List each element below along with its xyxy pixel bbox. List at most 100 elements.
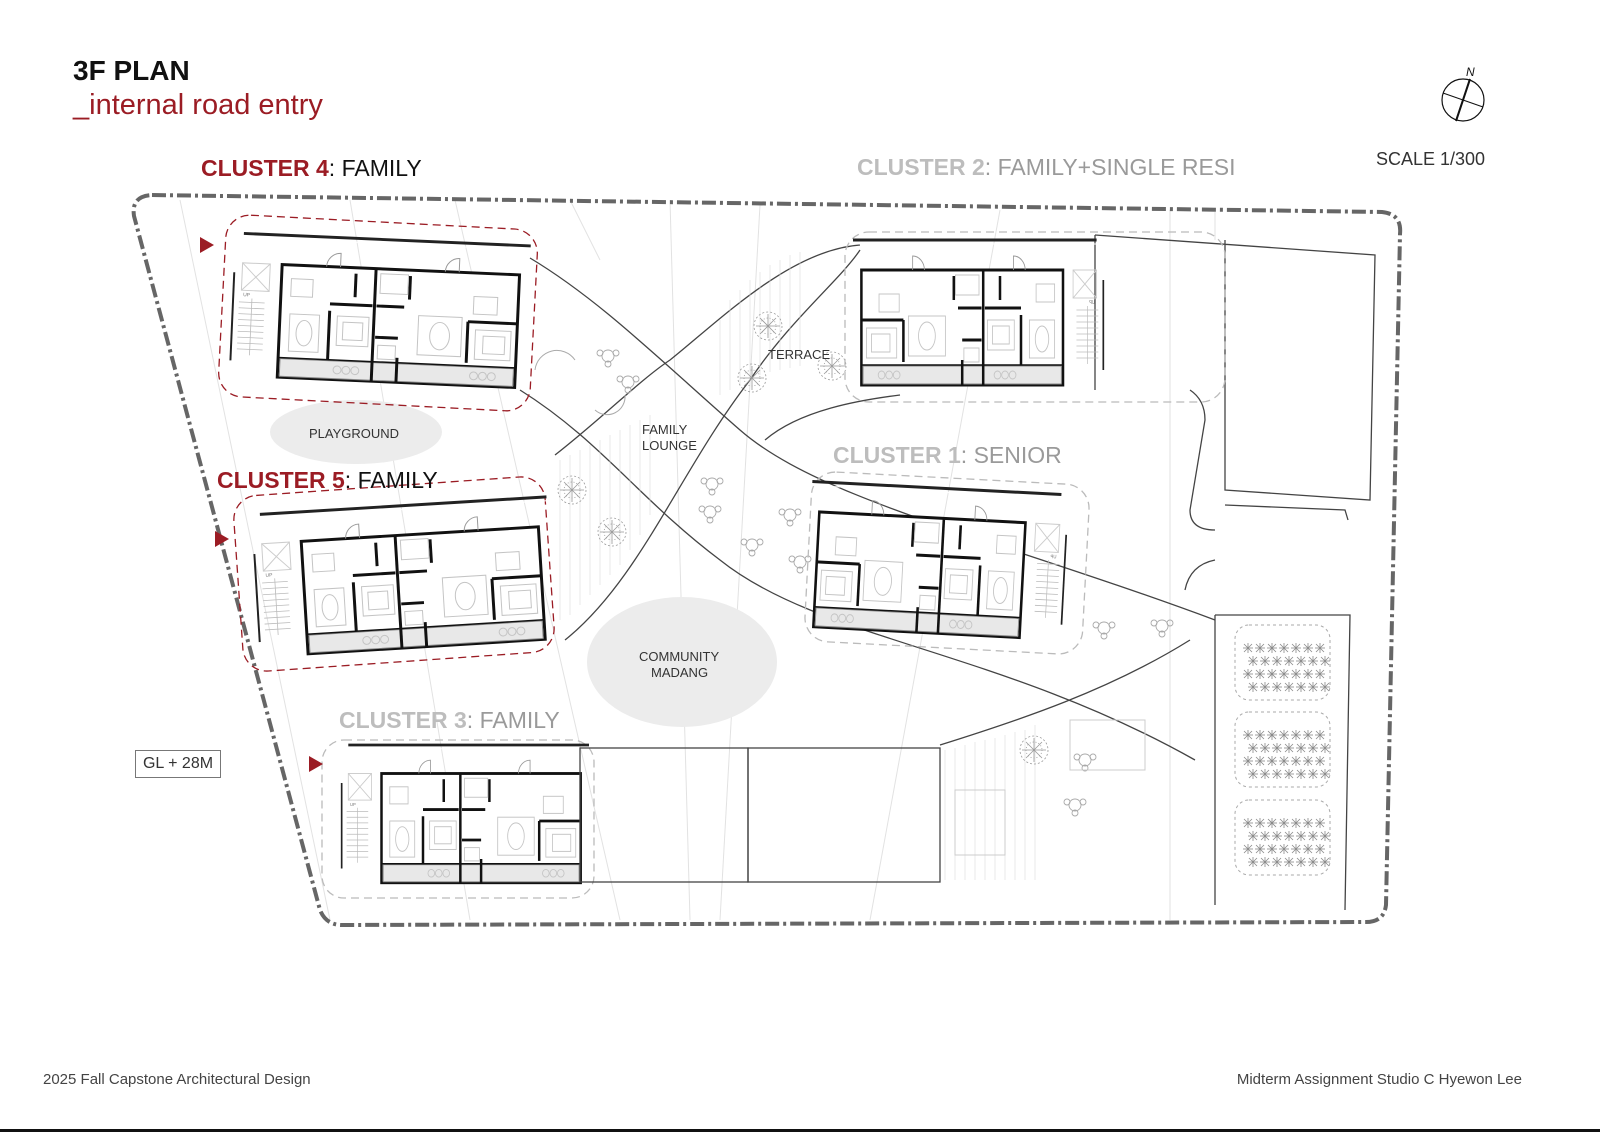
palm-icon [1283, 742, 1295, 754]
planting-beds [1234, 624, 1331, 876]
palm-icon [1290, 843, 1302, 855]
north-arrow-icon [1441, 78, 1485, 122]
palm-icon [1266, 843, 1278, 855]
palm-icon [1302, 817, 1314, 829]
palm-icon [1271, 655, 1283, 667]
palm-icon [1259, 856, 1271, 868]
cluster-number: CLUSTER 1 [833, 442, 961, 468]
cluster-4-label: CLUSTER 4: FAMILY [201, 157, 422, 180]
cluster-3-annex [579, 747, 941, 883]
palm-icon [1254, 729, 1266, 741]
cluster-1-units [803, 479, 1070, 642]
palm-icon [1314, 668, 1326, 680]
palm-icon [1242, 668, 1254, 680]
palm-icon [1266, 642, 1278, 654]
cluster-number: CLUSTER 4 [201, 155, 329, 181]
palm-icon [1319, 655, 1331, 667]
palm-icon [1266, 729, 1278, 741]
entry-arrow-cluster-5 [215, 531, 229, 547]
page-title: 3F PLAN [73, 55, 190, 86]
palm-icon [1307, 681, 1319, 693]
cluster-number: CLUSTER 5 [217, 467, 345, 493]
palm-icon [1259, 768, 1271, 780]
palm-icon [1259, 681, 1271, 693]
level-tag: GL + 28M [135, 750, 221, 778]
palm-icon [1319, 681, 1331, 693]
palm-icon [1254, 755, 1266, 767]
palm-icon [1259, 742, 1271, 754]
palm-icon [1259, 830, 1271, 842]
palm-icon [1290, 668, 1302, 680]
east-building-block [1094, 234, 1376, 911]
palm-icon [1278, 642, 1290, 654]
palm-icon [1271, 681, 1283, 693]
palm-icon [1295, 768, 1307, 780]
palm-icon [1242, 843, 1254, 855]
palm-icon [1290, 755, 1302, 767]
cluster-1-boundary [804, 471, 1090, 655]
internal-road [519, 244, 1216, 761]
palm-icon [1314, 729, 1326, 741]
palm-icon [1278, 817, 1290, 829]
family-lounge-label-1: FAMILY [642, 422, 688, 437]
palm-icon [1283, 830, 1295, 842]
cluster-number: CLUSTER 2 [857, 154, 985, 180]
palm-icon [1254, 843, 1266, 855]
site-boundary [131, 192, 1403, 928]
palm-icon [1283, 768, 1295, 780]
palm-icon [1307, 856, 1319, 868]
palm-icon [1290, 729, 1302, 741]
palm-icon [1278, 729, 1290, 741]
footer-author: Midterm Assignment Studio C Hyewon Lee [1236, 1071, 1522, 1088]
palm-icon [1319, 830, 1331, 842]
family-lounge-label-2: LOUNGE [642, 438, 697, 453]
palm-icon [1307, 830, 1319, 842]
bottom-rule [0, 1129, 1600, 1132]
palm-icon [1271, 830, 1283, 842]
palm-icon [1278, 843, 1290, 855]
palm-icon [1295, 830, 1307, 842]
page-subtitle: _internal road entry [73, 89, 323, 121]
cluster-number: CLUSTER 3 [339, 707, 467, 733]
palm-icon [1295, 742, 1307, 754]
palm-icon [1254, 668, 1266, 680]
terrace-label: TERRACE [768, 347, 831, 362]
palm-icon [1314, 642, 1326, 654]
cluster-2-boundary [844, 231, 1226, 403]
palm-icon [1247, 856, 1259, 868]
palm-icon [1307, 655, 1319, 667]
palm-icon [1290, 642, 1302, 654]
footer-course: 2025 Fall Capstone Architectural Design [43, 1071, 311, 1088]
palm-icon [1266, 668, 1278, 680]
palm-icon [1266, 817, 1278, 829]
palm-icon [1302, 729, 1314, 741]
cluster-1-label: CLUSTER 1: SENIOR [833, 444, 1062, 467]
cluster-type: : FAMILY [328, 155, 422, 181]
planting-palms [1242, 642, 1331, 868]
palm-icon [1295, 655, 1307, 667]
palm-icon [1307, 768, 1319, 780]
playground-area [270, 400, 442, 464]
palm-icon [1254, 642, 1266, 654]
community-madang-label-1: COMMUNITY [639, 649, 720, 664]
palm-icon [1247, 742, 1259, 754]
cluster-5-label: CLUSTER 5: FAMILY [217, 469, 438, 492]
cluster-type: : FAMILY [466, 707, 560, 733]
palm-icon [1302, 755, 1314, 767]
cluster-type: : SENIOR [960, 442, 1062, 468]
cluster-3-label: CLUSTER 3: FAMILY [339, 709, 560, 732]
palm-icon [1302, 843, 1314, 855]
entry-arrow-cluster-4 [200, 237, 214, 253]
palm-icon [1307, 742, 1319, 754]
palm-icon [1278, 668, 1290, 680]
cluster-type: : FAMILY [344, 467, 438, 493]
cluster-4-units [228, 231, 533, 390]
palm-icon [1319, 742, 1331, 754]
palm-icon [1242, 729, 1254, 741]
cluster-3-units [340, 743, 591, 885]
palm-icon [1319, 856, 1331, 868]
palm-icon [1242, 817, 1254, 829]
palm-icon [1319, 768, 1331, 780]
cluster-type: : FAMILY+SINGLE RESI [984, 154, 1236, 180]
